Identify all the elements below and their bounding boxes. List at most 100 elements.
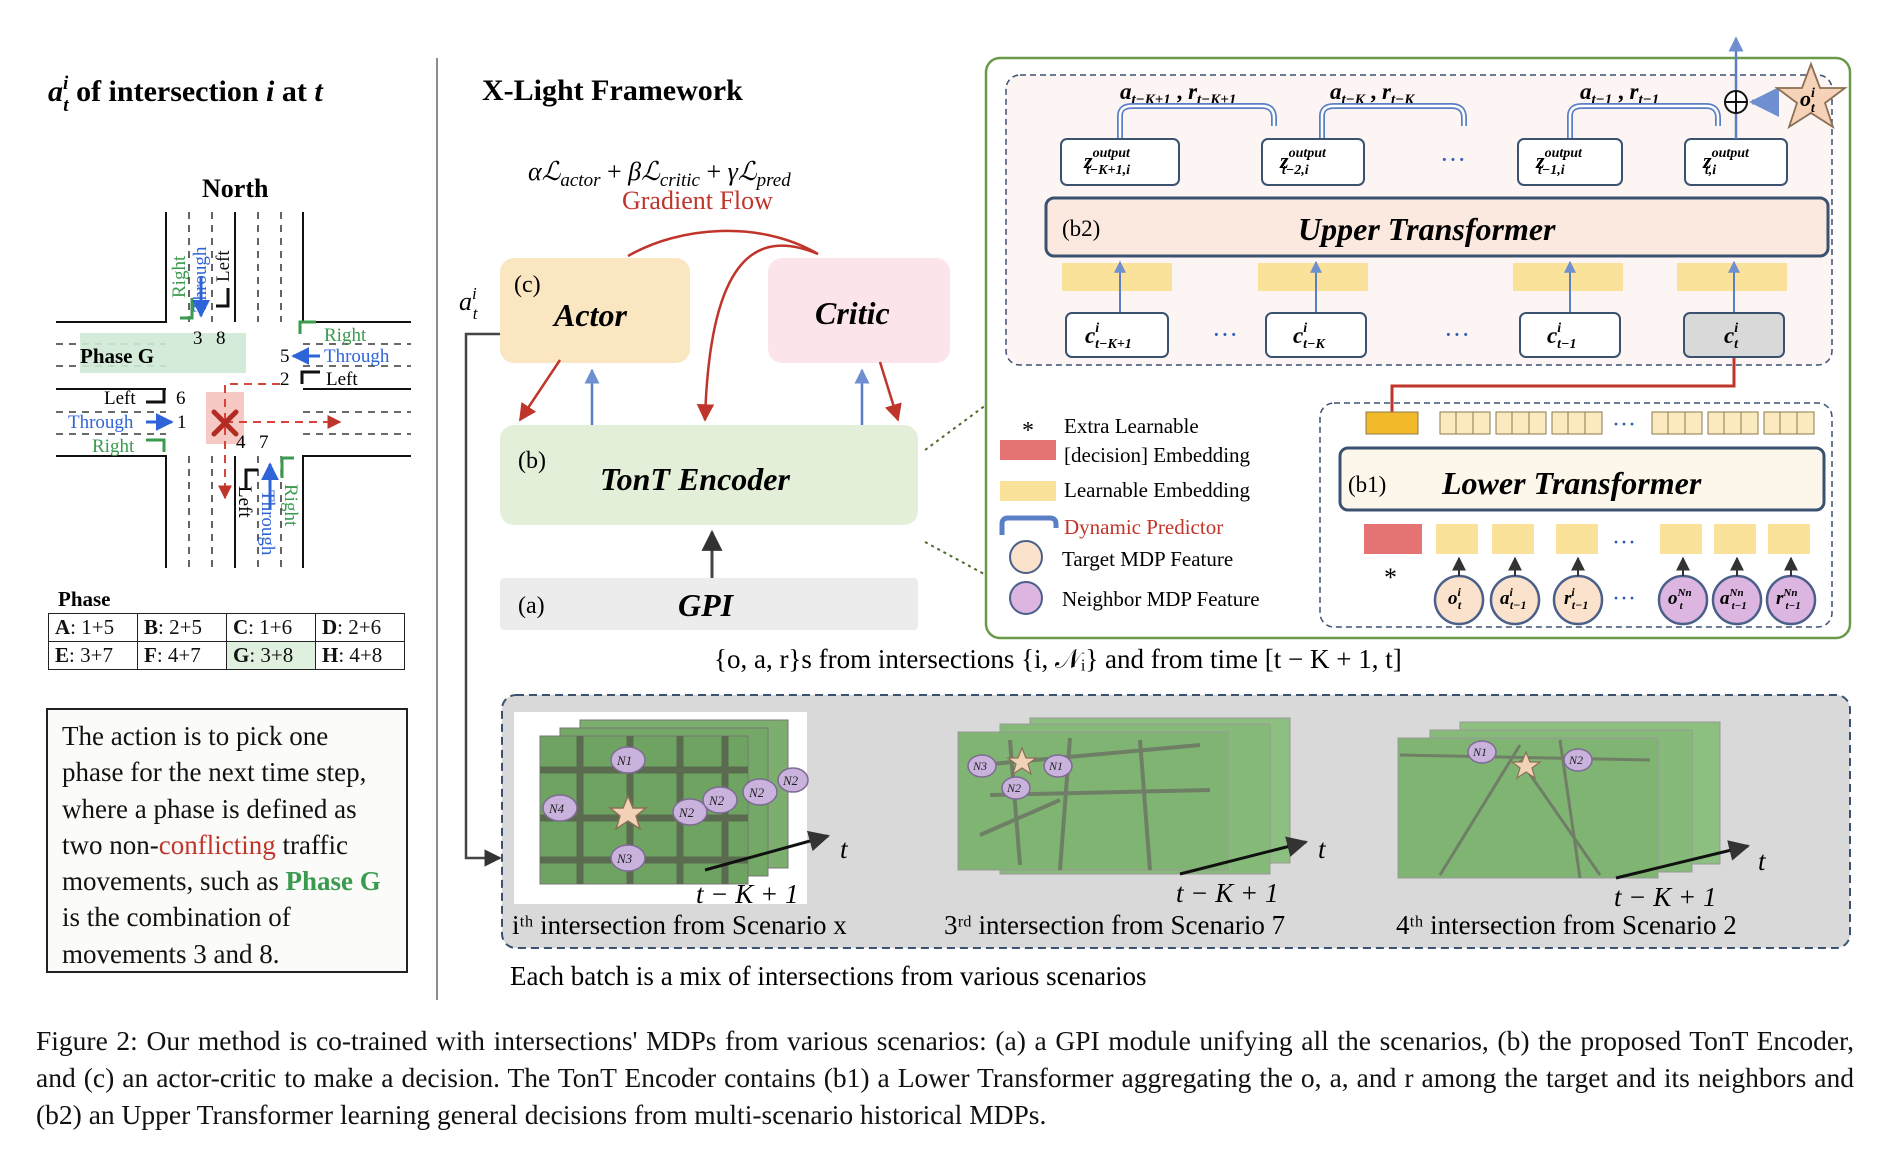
legend-target-label: Target MDP Feature	[1062, 547, 1233, 571]
figure-caption: Figure 2: Our method is co-trained with …	[36, 1025, 1854, 1130]
target-star-icon	[607, 794, 649, 831]
movement-number-3: 3	[193, 328, 203, 349]
legend-predictor-label: Dynamic Predictor	[1064, 515, 1223, 539]
phase-g-label: Phase G	[80, 344, 154, 368]
conflict-icon	[211, 409, 239, 437]
label-right-north: Right	[169, 255, 190, 298]
lower-output-embeddings: ···	[1365, 411, 1815, 438]
target-feature-star-icon	[1774, 61, 1848, 130]
turn-left-west-icon	[146, 390, 166, 404]
scenario-3: N1 N2 t t − K + 1 4ᵗʰ intersection from …	[1396, 721, 1767, 940]
map3-nodes: N1 N2	[1467, 740, 1593, 772]
node-n4	[542, 794, 578, 822]
c-ellipsis-1: ···	[1212, 320, 1238, 349]
note-part-2: traffic movements, such as	[62, 829, 348, 897]
scenario-1-caption: iᵗʰ intersection from Scenario x	[512, 910, 847, 940]
note-part-3: is the combination of movements 3 and 8.	[62, 902, 291, 969]
label-through-east: Through	[324, 346, 390, 367]
phase-cell-f: F: 4+7	[137, 641, 227, 670]
time-start-2: t − K + 1	[1176, 878, 1278, 908]
label-left-north: Left	[213, 250, 234, 282]
phase-cell-a: A: 1+5	[48, 613, 138, 642]
node-n2d	[777, 767, 809, 793]
movement-number-6: 6	[176, 388, 186, 409]
map3-node-n1-label: N1	[1472, 745, 1487, 759]
phase-cell-e: E: 3+7	[48, 641, 138, 670]
turn-left-east-icon	[300, 370, 320, 384]
lower-input-embeddings: ··· *	[1364, 524, 1810, 592]
time-label-3: t	[1758, 846, 1767, 876]
map3-node-n1	[1467, 740, 1497, 764]
label-right-west: Right	[92, 436, 135, 457]
c-box-3	[1519, 312, 1621, 358]
note-conflicting: conflicting	[158, 829, 276, 860]
phase-heading: Phase	[58, 587, 111, 611]
node-n2b-label: N2	[708, 793, 725, 808]
node-n1-label: N1	[616, 753, 632, 768]
time-axis-3	[1615, 840, 1751, 880]
north-label: North	[202, 174, 269, 203]
zoom-line-bottom	[924, 541, 987, 576]
node-n3	[610, 844, 646, 872]
time-label-2: t	[1318, 834, 1327, 864]
map2-nodes: N3 N1 N2	[967, 754, 1073, 800]
neighbor-o-node	[1657, 574, 1709, 626]
map2-node-n1	[1043, 754, 1073, 778]
c-box-1	[1065, 312, 1169, 358]
upper-emb-3	[1513, 263, 1623, 291]
map2-node-n2	[1001, 776, 1031, 800]
phase-cell-g: G: 3+8	[226, 641, 316, 670]
node-n2b	[702, 786, 738, 814]
z-box-2	[1261, 138, 1365, 186]
upper-tag: (b2)	[1062, 216, 1100, 241]
time-start-1: t − K + 1	[696, 879, 798, 909]
node-n4-label: N4	[548, 801, 565, 816]
phase-cell-c: C: 1+6	[226, 613, 316, 642]
tont-encoder-box	[500, 425, 918, 525]
legend-star: *	[1022, 418, 1034, 444]
label-left-west: Left	[104, 388, 136, 409]
phase-g-highlight	[80, 333, 246, 373]
action-feedback-arrow	[464, 332, 502, 867]
movement-number-2: 2	[280, 369, 290, 390]
actor-tag: (c)	[514, 272, 541, 298]
upper-emb-2	[1258, 263, 1368, 291]
lower-learnable-embeddings	[1436, 524, 1810, 554]
lower-tag: (b1)	[1348, 472, 1386, 497]
xlight-framework: X-Light Framework αℒactor + βℒcritic + γ…	[459, 74, 1851, 991]
time-axis-2	[1179, 836, 1309, 876]
conflict-path-turn	[218, 383, 280, 500]
actor-label: Actor	[552, 297, 627, 333]
critic-label: Critic	[815, 295, 890, 331]
node-n2a-label: N2	[678, 805, 695, 820]
phase-table: A: 1+5 B: 2+5 C: 1+6 D: 2+6 E: 3+7 F: 4+…	[48, 613, 405, 670]
label-through-south: Through	[257, 490, 278, 556]
c-box-4	[1683, 312, 1785, 358]
upper-emb-4	[1677, 263, 1787, 291]
predictor-arrow-inner	[1118, 104, 1720, 138]
turn-left-north-icon	[216, 288, 230, 308]
lower-input-ellipsis: ···	[1612, 530, 1636, 556]
node-n2c-label: N2	[748, 785, 765, 800]
scenario-1: N1 N4 N2 N2 N2 N2 N3 t t − K + 1 iᵗʰ int…	[512, 712, 849, 940]
movement-number-7: 7	[259, 432, 269, 453]
turn-right-east-icon	[298, 320, 316, 334]
label-through-west: Through	[68, 412, 134, 433]
movement-number-1: 1	[177, 412, 187, 433]
upper-learnable-embeddings	[1062, 263, 1787, 291]
c-box-2	[1265, 312, 1367, 358]
label-right-south: Right	[280, 484, 301, 527]
legend-decision-swatch	[1000, 440, 1056, 460]
legend-neighbor-label: Neighbor MDP Feature	[1062, 587, 1260, 611]
gpi-tag: (a)	[518, 593, 545, 619]
upper-emb-1	[1062, 263, 1172, 291]
